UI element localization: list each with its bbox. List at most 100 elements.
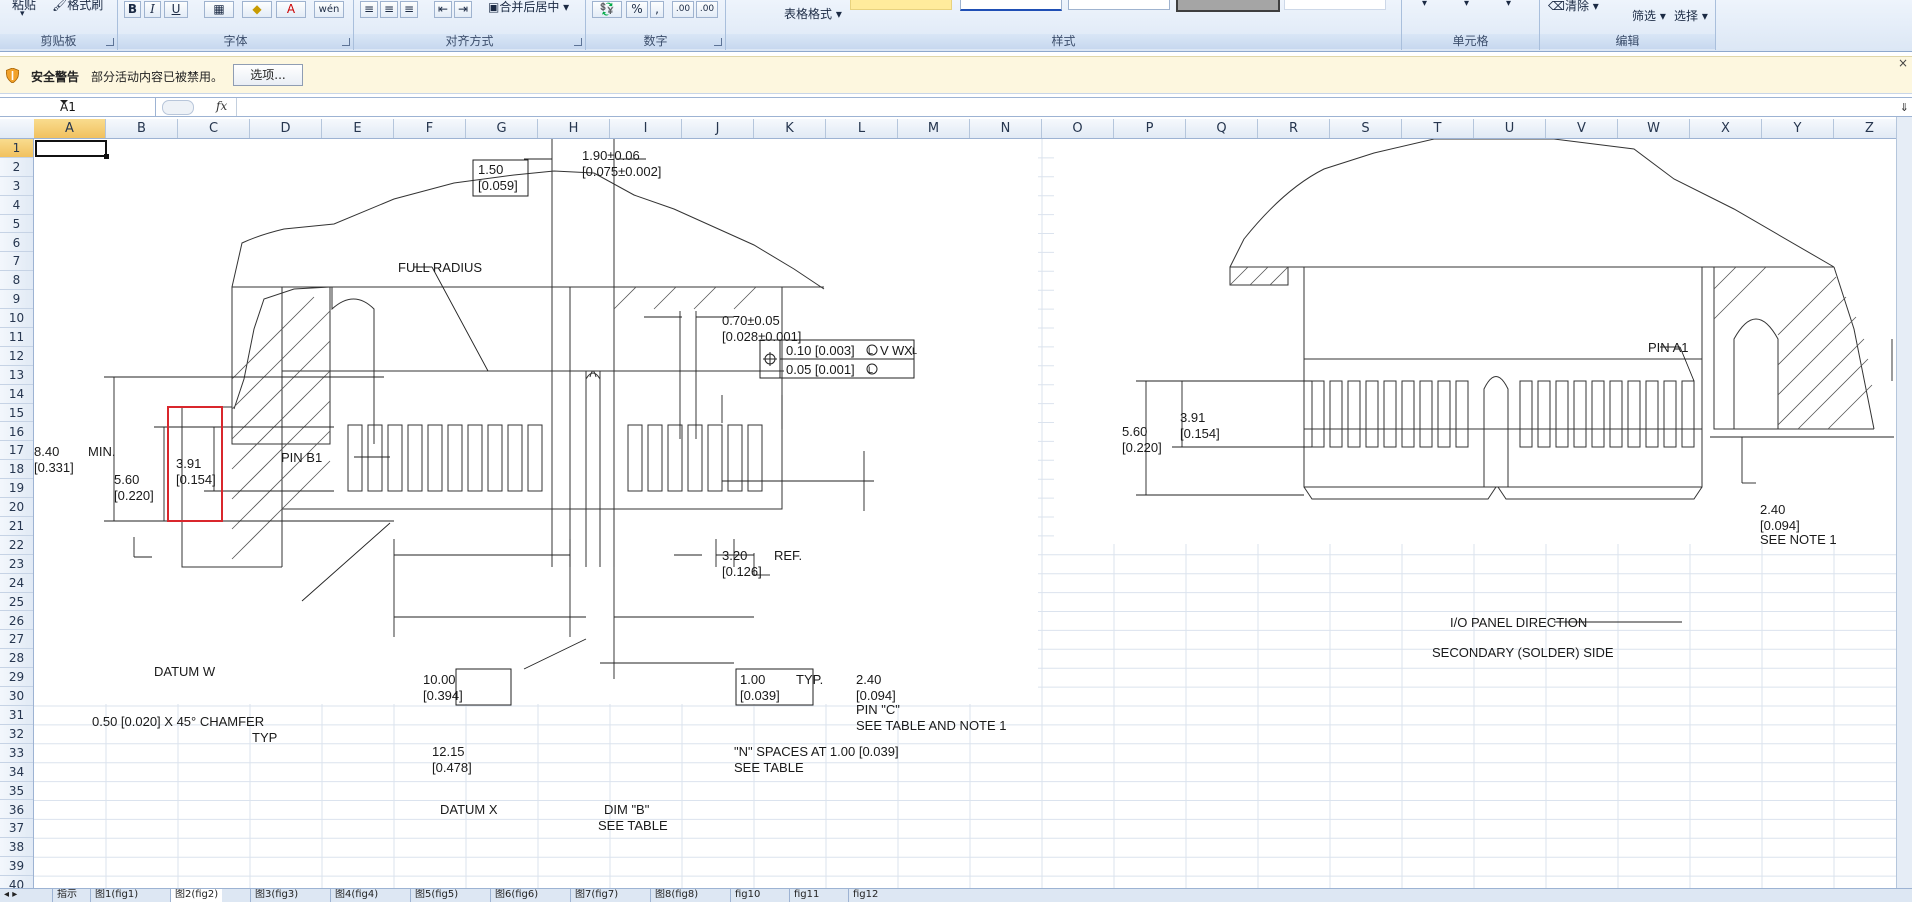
- row-header[interactable]: 20: [0, 498, 33, 517]
- row-header[interactable]: 1: [0, 139, 33, 158]
- sheet-tab[interactable]: 图7(fig7): [570, 889, 622, 902]
- row-header[interactable]: 6: [0, 234, 33, 253]
- merge-center-button[interactable]: ▣合并后居中 ▾: [488, 0, 570, 14]
- decrease-decimal-button[interactable]: .00: [696, 1, 718, 18]
- column-header[interactable]: V: [1546, 119, 1618, 138]
- currency-button[interactable]: 💱: [592, 1, 622, 18]
- sheet-tab[interactable]: fig12: [848, 889, 882, 902]
- row-header[interactable]: 11: [0, 328, 33, 347]
- row-header[interactable]: 13: [0, 366, 33, 385]
- column-header[interactable]: R: [1258, 119, 1330, 138]
- column-header[interactable]: W: [1618, 119, 1690, 138]
- paste-button[interactable]: 粘贴: [12, 0, 37, 12]
- row-header[interactable]: 25: [0, 593, 33, 612]
- sheet-tab[interactable]: 指示: [52, 889, 81, 902]
- column-header[interactable]: F: [394, 119, 466, 138]
- alignment-launcher-icon[interactable]: [574, 38, 582, 46]
- row-header[interactable]: 27: [0, 630, 33, 650]
- sheet-tab[interactable]: 图2(fig2): [170, 889, 223, 902]
- row-header[interactable]: 15: [0, 404, 33, 423]
- column-header[interactable]: K: [754, 119, 826, 138]
- paste-dropdown-icon[interactable]: ▾: [20, 9, 25, 19]
- font-color-button[interactable]: A: [276, 1, 306, 18]
- column-header[interactable]: L: [826, 119, 898, 138]
- sheet-tab[interactable]: 图3(fig3): [250, 889, 302, 902]
- row-header[interactable]: 10: [0, 309, 33, 328]
- security-options-button[interactable]: 选项...: [233, 64, 303, 86]
- row-header[interactable]: 29: [0, 668, 33, 688]
- selected-cell-a1[interactable]: [35, 140, 109, 159]
- comma-button[interactable]: ,: [650, 1, 664, 18]
- increase-decimal-button[interactable]: .00: [672, 1, 694, 18]
- format-as-table-button[interactable]: 表格格式 ▾: [784, 7, 842, 21]
- percent-button[interactable]: %: [626, 1, 648, 18]
- clipboard-launcher-icon[interactable]: [106, 38, 114, 46]
- row-header[interactable]: 32: [0, 725, 33, 744]
- name-box[interactable]: A1: [0, 98, 156, 116]
- row-header[interactable]: 24: [0, 574, 33, 593]
- row-header[interactable]: 30: [0, 687, 33, 706]
- decrease-indent-button[interactable]: ⇤: [434, 1, 452, 18]
- format-painter-button[interactable]: 🖌格式刷: [52, 0, 104, 12]
- sheet-tab[interactable]: fig10: [730, 889, 764, 902]
- style-swatch-neutral[interactable]: [850, 0, 952, 10]
- delete-cells-button[interactable]: ▾: [1464, 0, 1470, 9]
- sheet-tab[interactable]: 图1(fig1): [90, 889, 142, 902]
- row-header[interactable]: 28: [0, 649, 33, 669]
- row-header[interactable]: 35: [0, 782, 33, 801]
- row-header[interactable]: 23: [0, 555, 33, 574]
- row-header[interactable]: 18: [0, 460, 33, 480]
- column-header[interactable]: D: [250, 119, 322, 138]
- close-icon[interactable]: ×: [1897, 56, 1908, 70]
- sheet-tab[interactable]: 图4(fig4): [330, 889, 382, 902]
- column-header[interactable]: S: [1330, 119, 1402, 138]
- format-cells-button[interactable]: ▾: [1506, 0, 1512, 9]
- column-header[interactable]: Q: [1186, 119, 1258, 138]
- column-header[interactable]: M: [898, 119, 970, 138]
- row-header[interactable]: 36: [0, 801, 33, 820]
- underline-button[interactable]: U: [164, 1, 188, 18]
- column-header[interactable]: T: [1402, 119, 1474, 138]
- style-swatch-input[interactable]: [1068, 0, 1170, 10]
- column-header[interactable]: Y: [1762, 119, 1834, 138]
- column-header[interactable]: A: [34, 119, 106, 138]
- chevron-down-icon[interactable]: [60, 100, 68, 104]
- row-header[interactable]: 22: [0, 536, 33, 555]
- row-header[interactable]: 33: [0, 744, 33, 763]
- row-header[interactable]: 38: [0, 838, 33, 858]
- formula-bar-handle[interactable]: [162, 100, 194, 115]
- row-header[interactable]: 8: [0, 271, 33, 291]
- row-header[interactable]: 17: [0, 441, 33, 461]
- column-header[interactable]: C: [178, 119, 250, 138]
- style-swatch-check[interactable]: [1176, 0, 1280, 12]
- row-header[interactable]: 9: [0, 290, 33, 310]
- style-swatch-hyperlink[interactable]: [960, 0, 1062, 11]
- sheet-tab[interactable]: fig11: [789, 889, 823, 902]
- column-header[interactable]: O: [1042, 119, 1114, 138]
- row-header[interactable]: 31: [0, 706, 33, 725]
- sort-filter-button[interactable]: 筛选 ▾: [1632, 9, 1666, 23]
- increase-indent-button[interactable]: ⇥: [454, 1, 472, 18]
- italic-button[interactable]: I: [144, 1, 161, 18]
- fill-color-button[interactable]: ◆: [242, 1, 272, 18]
- row-header[interactable]: 26: [0, 612, 33, 631]
- worksheet-grid[interactable]: 1.90±0.06 [0.075±0.002] 1.50 [0.059] FUL…: [34, 139, 1912, 888]
- row-header[interactable]: 12: [0, 347, 33, 366]
- clear-button[interactable]: ⌫清除 ▾: [1548, 0, 1599, 13]
- column-header[interactable]: P: [1114, 119, 1186, 138]
- row-header[interactable]: 5: [0, 215, 33, 234]
- align-center-button[interactable]: ≡: [380, 1, 398, 18]
- column-header[interactable]: U: [1474, 119, 1546, 138]
- column-header[interactable]: I: [610, 119, 682, 138]
- column-header[interactable]: J: [682, 119, 754, 138]
- formula-input[interactable]: [242, 100, 1882, 114]
- insert-function-icon[interactable]: fx: [216, 99, 228, 113]
- number-launcher-icon[interactable]: [714, 38, 722, 46]
- row-header[interactable]: 14: [0, 385, 33, 404]
- row-header[interactable]: 3: [0, 177, 33, 196]
- row-header[interactable]: 21: [0, 517, 33, 536]
- column-header[interactable]: B: [106, 119, 178, 138]
- row-header[interactable]: 7: [0, 252, 33, 272]
- column-header[interactable]: E: [322, 119, 394, 138]
- sheet-tab[interactable]: 图6(fig6): [490, 889, 542, 902]
